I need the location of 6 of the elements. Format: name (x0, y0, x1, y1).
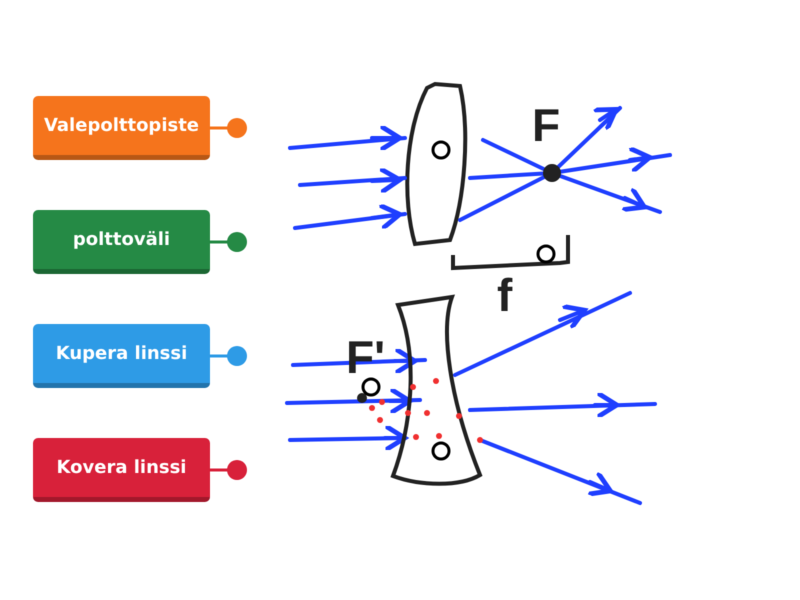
label-card: Kupera linssi (33, 324, 210, 388)
label-card: Valepolttopiste (33, 96, 210, 160)
point-label: f (497, 272, 512, 318)
point-label: F (532, 102, 560, 148)
label-card: polttoväli (33, 210, 210, 274)
label-card: Kovera linssi (33, 438, 210, 502)
